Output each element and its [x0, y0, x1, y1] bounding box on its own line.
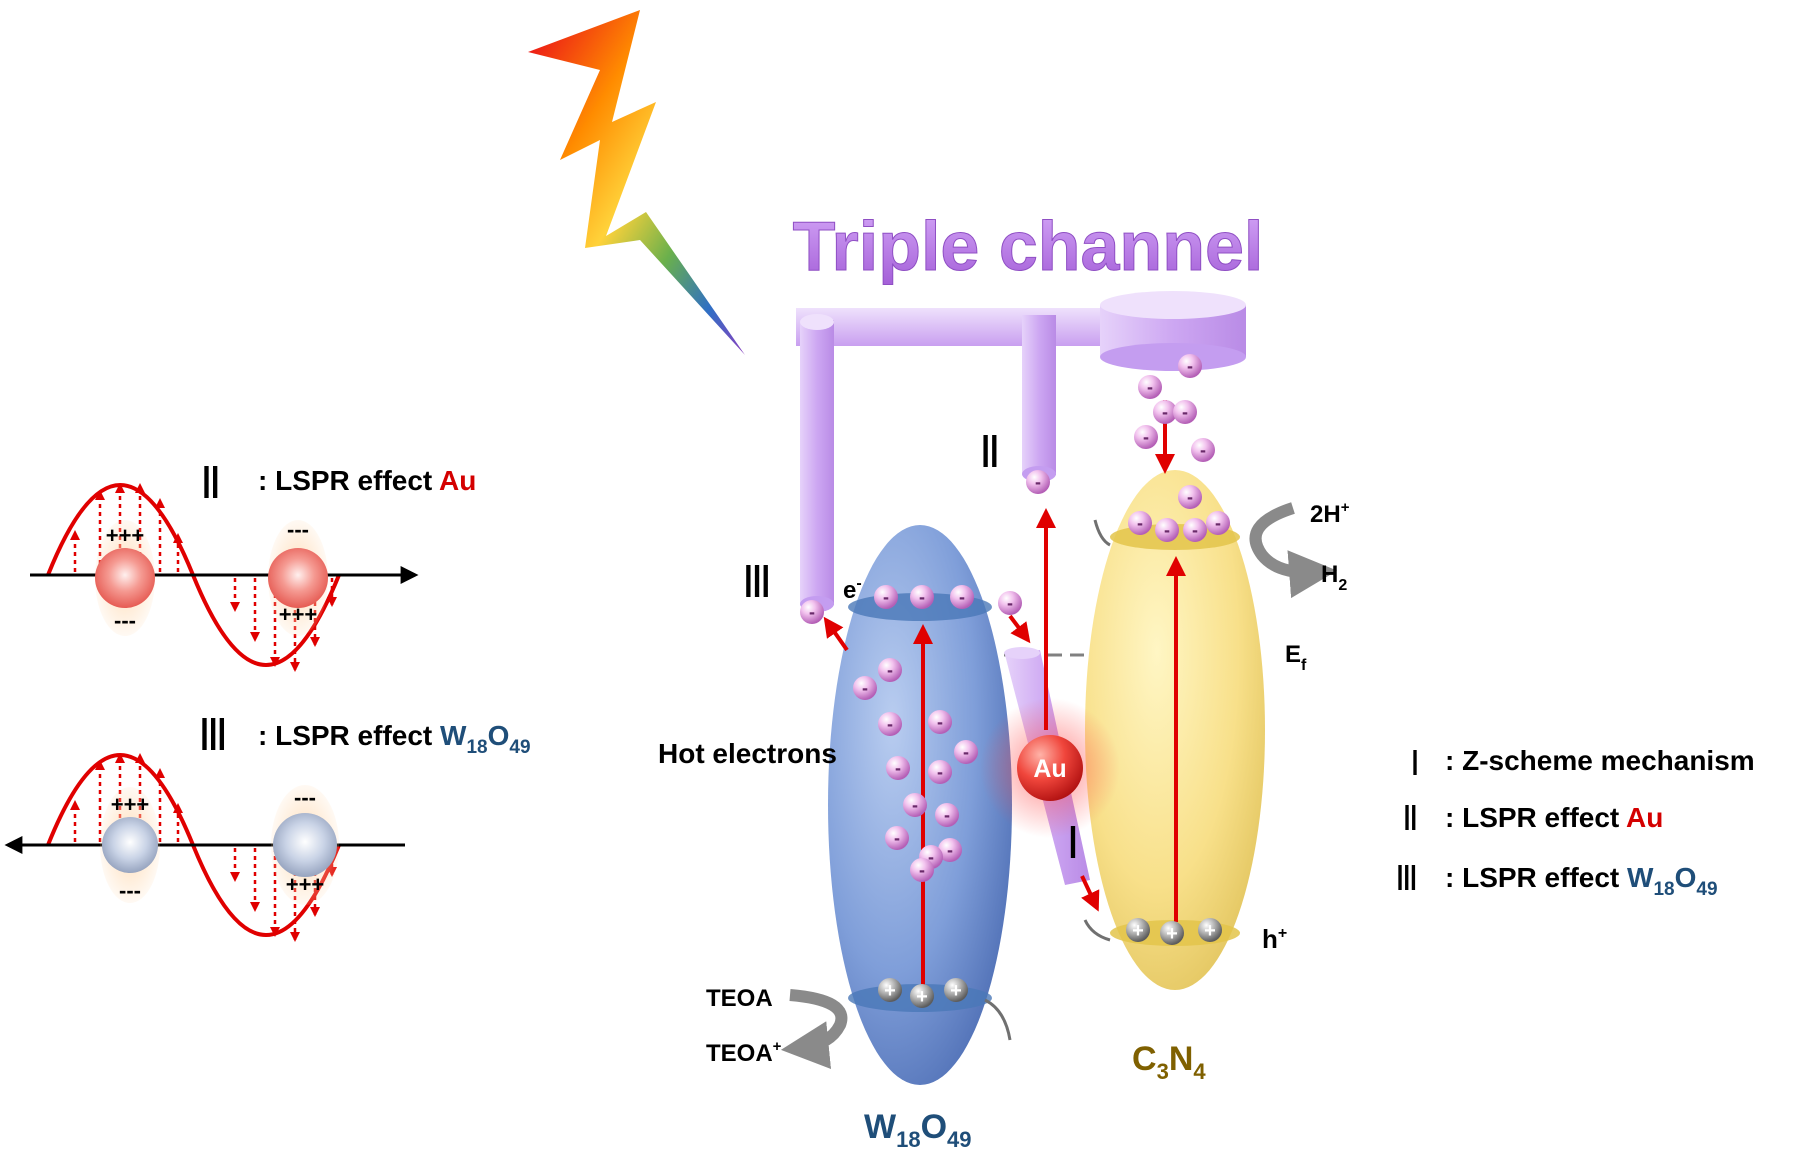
svg-text:-: - — [928, 847, 934, 867]
svg-text:-: - — [959, 587, 965, 607]
lspr-au-numeral: Ⅱ — [200, 459, 222, 508]
svg-text:-: - — [1007, 593, 1013, 613]
svg-text:+: + — [1166, 923, 1178, 945]
lspr-w-numeral: Ⅲ — [198, 711, 228, 760]
channel-ii-label: Ⅱ — [979, 428, 1001, 477]
au-charge-minus-top: --- — [287, 517, 309, 542]
au-sphere-2 — [268, 548, 328, 608]
svg-text:+: + — [916, 986, 928, 1008]
legend-i-text: : Z-scheme mechanism — [1445, 745, 1755, 776]
lspr-au-text: : LSPR effect Au — [258, 465, 476, 496]
w-charge-plus-top: +++ — [111, 792, 150, 817]
au-charge-plus-top: +++ — [106, 523, 145, 548]
lspr-au-panel: Ⅱ : LSPR effect Au +++ --- --- — [30, 459, 476, 672]
svg-text:-: - — [937, 762, 943, 782]
svg-text:-: - — [1035, 472, 1041, 492]
svg-text:-: - — [809, 602, 815, 622]
svg-text:-: - — [862, 678, 868, 698]
c3n4-label: C3N4 — [1132, 1040, 1206, 1084]
au-charge-minus-bottom: --- — [114, 608, 136, 633]
diagram-title: Triple channel — [793, 207, 1264, 285]
svg-text:-: - — [1164, 520, 1170, 540]
svg-text:-: - — [1182, 402, 1188, 422]
w18o49-vb-hook — [984, 998, 1012, 1041]
channel-i-label: Ⅰ — [1067, 819, 1080, 868]
svg-text:-: - — [1137, 513, 1143, 533]
teoa-plus-label: TEOA+ — [706, 1038, 782, 1067]
legend-i-numeral: Ⅰ — [1410, 746, 1420, 783]
lightning-bolt-fill — [528, 10, 745, 355]
lightning-bolt-icon — [525, 8, 745, 355]
svg-text:-: - — [919, 860, 925, 880]
svg-text:-: - — [1143, 427, 1149, 447]
lspr-w-text: : LSPR effect W18O49 — [258, 720, 531, 758]
legend: Ⅰ : Z-scheme mechanism Ⅱ : LSPR effect A… — [1395, 745, 1755, 900]
svg-text:-: - — [1200, 440, 1206, 460]
svg-text:-: - — [1187, 487, 1193, 507]
w18o49-label: W18O49 — [864, 1108, 972, 1151]
c3n4-cb-hook — [1093, 519, 1111, 547]
two-h-plus-label: 2H+ — [1310, 499, 1350, 528]
electron-particles: - - - - - - - - - - - - - - - - - - - - … — [800, 354, 1230, 882]
w-charge-minus-bottom: --- — [119, 878, 141, 903]
teoa-oxidation-arrow — [780, 989, 848, 1070]
legend-iii-text: : LSPR effect W18O49 — [1445, 862, 1718, 900]
au-label: Au — [1033, 755, 1066, 783]
svg-text:+: + — [884, 980, 896, 1002]
teoa-label: TEOA — [706, 985, 773, 1012]
legend-iii-numeral: Ⅲ — [1395, 861, 1418, 898]
e-minus-label: e- — [843, 575, 862, 604]
svg-text:-: - — [883, 587, 889, 607]
w-charge-minus-top: --- — [294, 785, 316, 810]
svg-text:-: - — [895, 758, 901, 778]
svg-text:-: - — [963, 742, 969, 762]
svg-text:-: - — [1162, 402, 1168, 422]
svg-text:-: - — [887, 660, 893, 680]
fermi-level-label: Ef — [1285, 641, 1307, 674]
svg-text:-: - — [1147, 377, 1153, 397]
lspr-w-panel: Ⅲ : LSPR effect W18O49 +++ --- --- +++ — [4, 711, 531, 942]
w-sphere-2 — [273, 813, 337, 877]
legend-ii-text: : LSPR effect Au — [1445, 802, 1663, 833]
svg-text:-: - — [887, 714, 893, 734]
channel-iii-label: Ⅲ — [742, 558, 772, 607]
au-charge-plus-bottom: +++ — [279, 602, 318, 627]
hole-particles: + + + + + + — [878, 918, 1222, 1008]
h2-evolution-arrow — [1249, 502, 1338, 599]
au-particle[interactable] — [1017, 735, 1083, 801]
c3n4-vb-hook — [1083, 919, 1111, 942]
svg-text:-: - — [1215, 513, 1221, 533]
svg-text:-: - — [919, 587, 925, 607]
svg-text:-: - — [1187, 356, 1193, 376]
svg-text:+: + — [1204, 920, 1216, 942]
svg-text:+: + — [1132, 920, 1144, 942]
w-charge-plus-bottom: +++ — [286, 872, 325, 897]
h2-label: H2 — [1321, 561, 1347, 594]
hot-electrons-label: Hot electrons — [658, 738, 837, 769]
svg-text:-: - — [937, 712, 943, 732]
w-sphere-1 — [102, 817, 158, 873]
svg-text:-: - — [894, 828, 900, 848]
svg-text:-: - — [947, 840, 953, 860]
svg-text:-: - — [912, 795, 918, 815]
svg-text:-: - — [1192, 520, 1198, 540]
h-plus-label: h+ — [1262, 924, 1287, 954]
au-sphere-1 — [95, 548, 155, 608]
legend-ii-numeral: Ⅱ — [1402, 801, 1419, 838]
svg-text:+: + — [950, 980, 962, 1002]
svg-text:-: - — [944, 805, 950, 825]
